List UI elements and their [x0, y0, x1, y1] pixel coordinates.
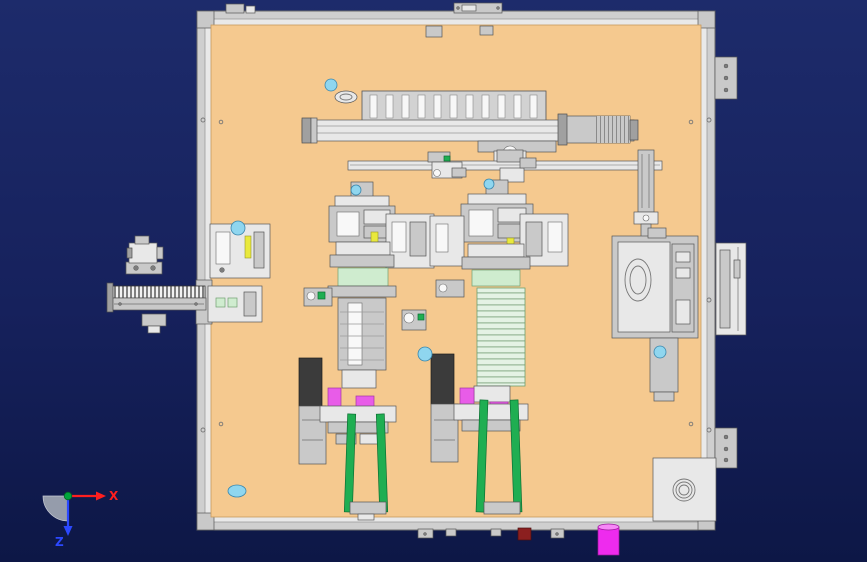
- top-gantry[interactable]: [301, 90, 663, 239]
- frame-corner-block: [697, 10, 716, 29]
- dark-guide-block: [430, 353, 455, 405]
- pick-head-column[interactable]: [649, 337, 679, 393]
- electrical-panel[interactable]: [652, 457, 717, 522]
- gantry-z-slide[interactable]: [637, 149, 655, 213]
- gantry-vent-cover[interactable]: [361, 90, 547, 123]
- feeder-motor-base: [125, 261, 163, 275]
- green-guide-bar: [343, 413, 357, 513]
- z-axis-label: Z: [55, 535, 64, 549]
- feeder-motor[interactable]: [128, 242, 158, 264]
- y-axis-origin-dot: [63, 491, 73, 501]
- left-feeder-unit[interactable]: [106, 235, 263, 334]
- dark-guide-block: [298, 357, 323, 407]
- triad-plane-wedge: [42, 495, 69, 522]
- sensor-dots: [227, 78, 495, 498]
- assembly-station-right[interactable]: [429, 179, 569, 515]
- feeder-toothed-rail[interactable]: [112, 285, 206, 299]
- assembly-station-left[interactable]: [209, 181, 435, 521]
- axis-triad: X Z: [42, 489, 119, 549]
- frame-corner-block: [196, 10, 215, 29]
- gantry-end-badge: [334, 90, 358, 104]
- vacuum-cylinder[interactable]: [597, 523, 620, 556]
- x-axis-label: X: [109, 489, 119, 503]
- top-frame-fittings[interactable]: [225, 2, 503, 38]
- bellows-stack[interactable]: [476, 287, 526, 387]
- pick-head-unit[interactable]: [611, 227, 699, 402]
- center-bracket[interactable]: [401, 309, 427, 331]
- red-coupler: [517, 527, 532, 541]
- frame-corner-block: [196, 512, 215, 531]
- sensor-dot: [653, 345, 667, 359]
- bottom-fittings[interactable]: [417, 527, 565, 541]
- right-side-brackets[interactable]: [714, 56, 747, 469]
- green-guide-bar: [475, 399, 489, 513]
